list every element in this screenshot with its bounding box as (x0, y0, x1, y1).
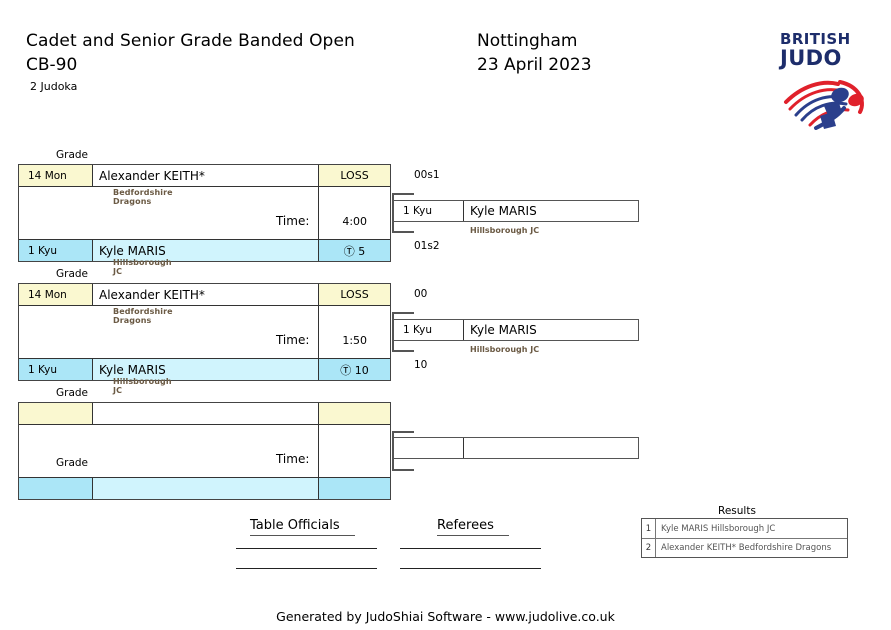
competitor-score: LOSS (319, 284, 390, 305)
bracket-connector (392, 312, 394, 352)
winner-name: Kyle MARIS (470, 204, 537, 218)
competitor-club: Hillsborough JC (113, 258, 172, 276)
competitor-club: Bedfordshire Dragons (113, 307, 173, 325)
competitor-score (319, 403, 390, 424)
competitor-grade: 14 Mon (19, 165, 93, 186)
grade-header-label: Grade (56, 149, 89, 161)
grade-header-label: Grade (56, 457, 89, 469)
winner-club: Hillsborough JC (470, 226, 540, 235)
table-officials-signature-line[interactable] (236, 568, 377, 570)
competitor-grade: 14 Mon (19, 284, 93, 305)
results-title: Results (718, 505, 756, 517)
results-table: 1 Kyle MARIS Hillsborough JC 2 Alexander… (641, 518, 848, 558)
british-judo-logo: BRITISH JUDO (780, 32, 872, 132)
result-name: Kyle MARIS Hillsborough JC (661, 523, 776, 534)
logo-text-british: BRITISH (780, 30, 851, 48)
competitor-score: Ⓣ 5 (319, 240, 390, 261)
winner-box-2[interactable]: 1 Kyu Kyle MARIS (393, 319, 639, 341)
referees-signature-line[interactable] (400, 568, 541, 570)
competitor-name: Kyle MARIS (93, 240, 319, 261)
bracket-connector (392, 193, 414, 195)
table-row[interactable]: 1 Kyle MARIS Hillsborough JC (642, 519, 847, 538)
bracket-connector (392, 431, 394, 471)
bracket-connector (392, 469, 414, 471)
winner-box-1[interactable]: 1 Kyu Kyle MARIS (393, 200, 639, 222)
judo-figure-icon (780, 72, 872, 134)
winner-grade (394, 438, 464, 458)
time-value (319, 425, 390, 477)
match-time-row: Time: 1:50 (19, 306, 390, 358)
winner-grade: 1 Kyu (394, 201, 464, 221)
competitor-name: Kyle MARIS (93, 359, 319, 380)
time-label: Time: (19, 425, 320, 477)
bracket-connector (392, 350, 414, 352)
winner-grade: 1 Kyu (394, 320, 464, 340)
competitor-outscore: 01s2 (414, 240, 440, 252)
match-box-3[interactable]: Time: (18, 402, 391, 500)
result-rank: 1 (642, 519, 656, 538)
page-title: Cadet and Senior Grade Banded Open (26, 31, 355, 51)
competitor-grade: 1 Kyu (19, 359, 93, 380)
result-rank: 2 (642, 539, 656, 557)
table-row[interactable]: 2 Alexander KEITH* Bedfordshire Dragons (642, 538, 847, 557)
competitor-name: Alexander KEITH* (93, 284, 319, 305)
bracket-connector (392, 193, 394, 233)
bracket-connector (392, 431, 414, 433)
logo-text-judo: JUDO (780, 46, 842, 70)
event-date: 23 April 2023 (477, 55, 592, 75)
competitor-name (93, 403, 319, 424)
time-value: 4:00 (319, 187, 390, 239)
table-officials-signature-line[interactable] (236, 548, 377, 550)
winner-name: Kyle MARIS (470, 323, 537, 337)
match-time-row: Time: 4:00 (19, 187, 390, 239)
referees-label: Referees (437, 518, 509, 536)
competitor-score (319, 478, 390, 499)
match-row-top[interactable]: 14 Mon Alexander KEITH* LOSS (19, 165, 390, 187)
match-time-row: Time: (19, 425, 390, 477)
competitor-outscore: 00 (414, 288, 428, 300)
match-box-1[interactable]: 14 Mon Alexander KEITH* LOSS Time: 4:00 … (18, 164, 391, 262)
match-row-top[interactable]: 14 Mon Alexander KEITH* LOSS (19, 284, 390, 306)
event-venue: Nottingham (477, 31, 578, 51)
grade-header-label: Grade (56, 268, 89, 280)
time-value: 1:50 (319, 306, 390, 358)
event-category: CB-90 (26, 55, 78, 75)
winner-box-3[interactable] (393, 437, 639, 459)
bracket-connector (392, 312, 414, 314)
competitor-outscore: 10 (414, 359, 428, 371)
winner-club: Hillsborough JC (470, 345, 540, 354)
judoka-count: 2 Judoka (30, 80, 78, 93)
referees-signature-line[interactable] (400, 548, 541, 550)
footer-credit: Generated by JudoShiai Software - www.ju… (276, 609, 615, 624)
competitor-outscore: 00s1 (414, 169, 440, 181)
match-box-2[interactable]: 14 Mon Alexander KEITH* LOSS Time: 1:50 … (18, 283, 391, 381)
match-row-bottom[interactable]: 1 Kyu Kyle MARIS Ⓣ 5 (19, 239, 390, 261)
time-label: Time: (19, 187, 320, 239)
match-row-bottom[interactable] (19, 477, 390, 499)
time-label: Time: (19, 306, 320, 358)
winner-name (464, 438, 638, 458)
match-row-top[interactable] (19, 403, 390, 425)
competitor-name (93, 478, 319, 499)
competitor-grade (19, 403, 93, 424)
competitor-name: Alexander KEITH* (93, 165, 319, 186)
competitor-grade (19, 478, 93, 499)
bracket-connector (392, 231, 414, 233)
table-officials-label: Table Officials (250, 518, 355, 536)
result-name: Alexander KEITH* Bedfordshire Dragons (661, 543, 832, 553)
competitor-score: Ⓣ 10 (319, 359, 390, 380)
competitor-grade: 1 Kyu (19, 240, 93, 261)
competitor-club: Bedfordshire Dragons (113, 188, 173, 206)
competitor-club: Hillsborough JC (113, 377, 172, 395)
competitor-score: LOSS (319, 165, 390, 186)
grade-header-label: Grade (56, 387, 89, 399)
match-row-bottom[interactable]: 1 Kyu Kyle MARIS Ⓣ 10 (19, 358, 390, 380)
